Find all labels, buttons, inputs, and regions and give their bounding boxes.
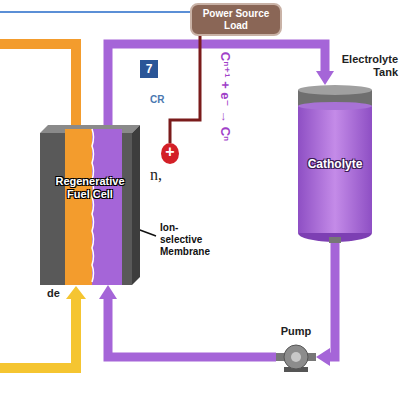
part-label: Ion-selective Membrane	[160, 222, 220, 258]
node-label: Pump	[266, 325, 326, 337]
node-label: Catholyte	[300, 157, 370, 171]
electrolyte-pipe	[108, 299, 276, 357]
node-heading: Electrolyte Tank	[338, 53, 398, 78]
node-label: Power Source Load	[196, 8, 276, 31]
electrolyte-tank: Electrolyte TankCatholyte	[298, 85, 372, 243]
slide-fragment: n,	[150, 166, 162, 184]
electrolyte-pipe	[108, 44, 325, 125]
terminal-sign: +	[161, 143, 179, 160]
power-load-box: Power Source Load	[190, 3, 282, 36]
anolyte-pipe	[0, 44, 76, 125]
pipe-arrowhead	[66, 286, 86, 299]
reaction-equation: Cⁿ⁺¹ + e⁻ → Cⁿ	[218, 51, 233, 140]
electrolyte-pipe	[330, 243, 335, 357]
fuel-cell-stack: Regenerative Fuel Cell	[40, 125, 140, 285]
pump-symbol: Pump	[276, 342, 316, 372]
node-label: Regenerative Fuel Cell	[44, 175, 136, 201]
slide-fragment: de	[47, 287, 60, 299]
power-wire	[170, 36, 200, 143]
anolyte-return-pipe	[0, 299, 76, 368]
slide-rule	[0, 11, 190, 13]
cell-body	[40, 125, 140, 285]
slide-number: 7	[140, 60, 158, 78]
slide-number-badge	[140, 60, 158, 78]
positive-terminal: +	[161, 143, 179, 164]
slide-fragment: CR	[150, 94, 164, 105]
pump-body	[276, 342, 316, 372]
